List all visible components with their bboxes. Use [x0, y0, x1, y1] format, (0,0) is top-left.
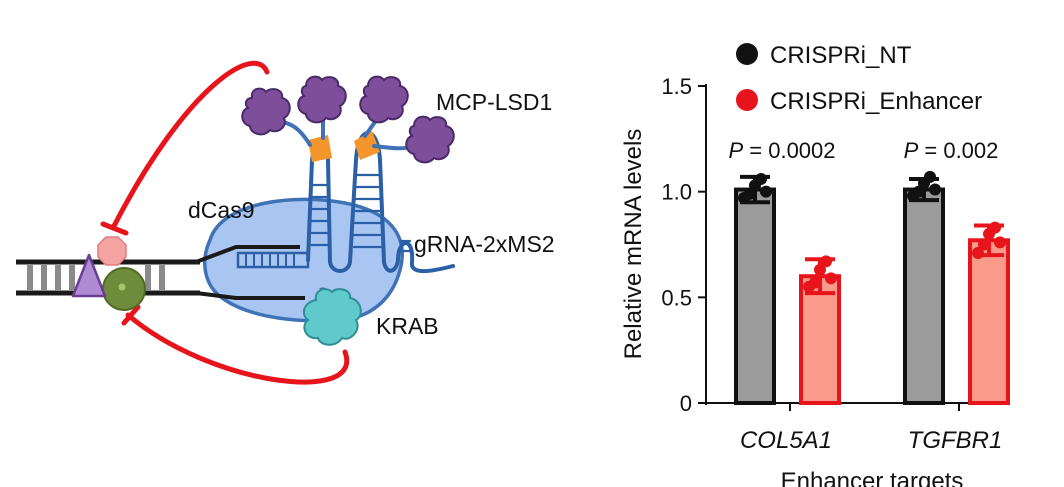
lsd1-protein-2	[297, 75, 347, 124]
lsd1-protein-3	[359, 75, 409, 124]
data-point-1-0-3	[820, 255, 832, 268]
mcp-linker-left	[308, 135, 332, 162]
target-dna-bottom	[195, 291, 305, 300]
bar-series	[734, 170, 1010, 406]
mcp-linker-right	[354, 131, 380, 160]
legend-label-1: CRISPRi_Enhancer	[770, 88, 982, 115]
purple-triangle-mark	[71, 253, 107, 298]
label-grna-2xms2: gRNA-2xMS2	[414, 231, 555, 257]
data-point-1-1-3	[989, 221, 1001, 234]
x-tick-label-1: TGFBR1	[908, 427, 1003, 454]
bar-0-1	[903, 187, 945, 405]
legend-label-0: CRISPRi_NT	[770, 42, 912, 69]
bar-1-1	[968, 238, 1010, 405]
legend-marker-0	[736, 43, 758, 65]
target-dna-top	[195, 245, 300, 264]
y-tick-label-1: 0.5	[661, 285, 692, 310]
x-axis-label: Enhancer targets	[781, 468, 964, 487]
label-dcas9: dCas9	[188, 197, 254, 223]
y-tick-label-0: 0	[680, 391, 692, 416]
repression-bar-krab	[121, 304, 141, 326]
bar-1-0	[799, 274, 841, 406]
data-point-0-1-4	[929, 183, 941, 196]
data-point-1-0-2	[814, 263, 826, 276]
data-point-1-1-1	[978, 238, 990, 251]
crispri-schematic: MCP-LSD1 dCas9 gRNA-2xMS2 KRAB	[16, 60, 555, 385]
repression-arc-lsd1	[111, 60, 270, 229]
data-point-1-1-4	[994, 236, 1006, 249]
data-point-1-1-0	[972, 246, 984, 259]
lsd1-protein-4	[405, 115, 455, 164]
repression-bar-lsd1	[100, 221, 129, 236]
pink-octagon-mark	[97, 236, 127, 266]
chromatin-marks	[71, 236, 146, 311]
duplex-rungs	[245, 253, 295, 267]
data-point-0-0-3	[755, 172, 767, 185]
y-tick-label-3: 1.5	[661, 74, 692, 99]
y-axis: 0 0.5 1.0 1.5	[661, 74, 707, 416]
p-value-1: P = 0.002	[904, 138, 999, 163]
legend-marker-1	[736, 89, 758, 111]
y-tick-label-2: 1.0	[661, 180, 692, 205]
y-axis-label: Relative mRNA levels	[620, 129, 647, 360]
p-value-0: P = 0.0002	[728, 138, 835, 163]
data-point-0-1-3	[924, 170, 936, 183]
label-krab: KRAB	[376, 313, 439, 339]
p-value-annotations: P = 0.0002 P = 0.002	[728, 138, 998, 163]
label-mcp-lsd1: MCP-LSD1	[436, 89, 552, 115]
krab-protein	[302, 288, 362, 346]
data-point-1-0-4	[825, 272, 837, 285]
chart-legend: CRISPRi_NT CRISPRi_Enhancer	[736, 42, 982, 115]
data-point-1-0-1	[809, 276, 821, 289]
bar-0-0	[734, 187, 776, 405]
x-tick-label-0: COL5A1	[740, 427, 832, 454]
lsd1-protein-group	[241, 75, 455, 164]
data-point-0-0-4	[760, 185, 772, 198]
mrna-bar-chart: CRISPRi_NT CRISPRi_Enhancer 0 0.5 1.0 1.5 CO…	[620, 42, 1010, 487]
x-axis: COL5A1 TGFBR1	[706, 402, 1008, 454]
repression-arc-krab	[125, 312, 350, 385]
lsd1-protein-1	[241, 87, 291, 136]
